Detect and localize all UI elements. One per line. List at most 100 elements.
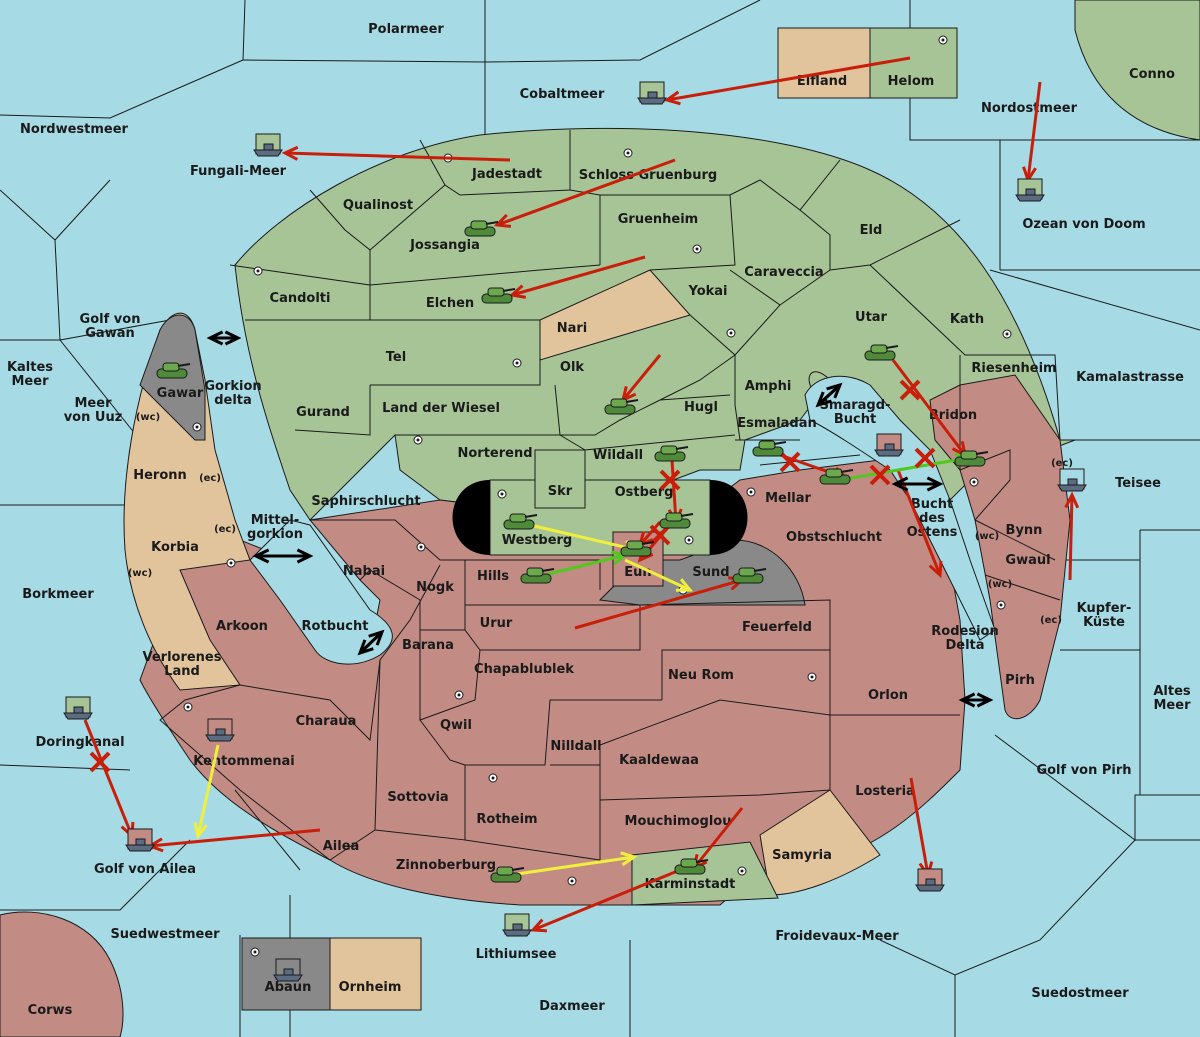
sea-label-kamalastrasse: Kamalastrasse — [1076, 370, 1184, 385]
sea-label-conno: Conno — [1129, 67, 1175, 82]
sea-label-doringkanal: Doringkanal — [35, 735, 124, 750]
sea-label-uuz-1: Meer — [75, 396, 113, 411]
double-arrow-icon-back — [358, 630, 384, 655]
move-arrow — [496, 158, 676, 227]
move-arrow-head — [508, 284, 527, 299]
move-arrow — [621, 354, 662, 401]
supply-center-dot — [972, 480, 976, 484]
supply-center-dot — [186, 705, 190, 709]
move-arrow — [149, 828, 321, 848]
ship-icon — [1015, 178, 1045, 202]
double-arrow-icon-back — [816, 383, 842, 407]
sea-label-mittel-1: Mittel- — [251, 513, 300, 528]
elfland-territory — [777, 27, 871, 99]
ship-icon — [63, 696, 93, 720]
move-arrow-head — [281, 145, 299, 161]
territory-label-schloss: Schloss Gruenburg — [579, 168, 717, 183]
tank-icon — [752, 440, 787, 457]
move-arrow — [511, 255, 646, 297]
supply-center-dot — [570, 879, 574, 883]
supply-center-dot — [749, 490, 753, 494]
tank-icon — [156, 362, 191, 379]
move-arrow — [1026, 81, 1042, 181]
territory-label-ailea: Ailea — [323, 839, 360, 854]
move-arrow — [1068, 494, 1074, 581]
territory-label-gawar: Gawar — [157, 386, 204, 401]
sea-label-golf-pirh: Golf von Pirh — [1036, 763, 1131, 778]
double-arrow-icon-back-head — [815, 391, 832, 408]
territory-label-mouchi: Mouchimoglou — [625, 814, 732, 829]
sea-label-bucht-2: des — [919, 511, 945, 526]
sea-label-uuz-2: von Uuz — [64, 410, 123, 425]
sea-label-kupfer-1: Kupfer- — [1077, 601, 1132, 616]
supply-center-dot — [256, 269, 260, 273]
territory-label-yokai: Yokai — [687, 284, 727, 299]
supply-center-dot — [253, 950, 257, 954]
sea-label-ozean: Ozean von Doom — [1022, 217, 1145, 232]
territory-label-qualinost: Qualinost — [343, 198, 413, 213]
territory-label-qwil: Qwil — [440, 718, 472, 733]
territory-label-mellar: Mellar — [765, 491, 811, 506]
move-arrow — [83, 719, 134, 837]
sea-label-suedostmeer: Suedostmeer — [1031, 986, 1129, 1001]
supply-center-dot — [229, 561, 233, 565]
tank-icon — [520, 567, 555, 584]
territory-label-nogk: Nogk — [416, 580, 454, 595]
supply-center-dot — [999, 603, 1003, 607]
move-arrow — [532, 868, 681, 932]
tank-icon — [819, 468, 854, 485]
ship-icon — [637, 81, 667, 105]
capsule-right-cap — [710, 480, 748, 555]
territory-label-gurand: Gurand — [296, 405, 350, 420]
capsule-left-cap — [452, 480, 490, 555]
territory-label-helom: Helom — [888, 74, 935, 89]
tank-icon — [674, 858, 709, 875]
territory-label-feuerfeld: Feuerfeld — [742, 620, 812, 635]
ship-icon — [874, 433, 904, 457]
ornheim-territory — [329, 937, 422, 1011]
sea-label-gorkion-2: delta — [214, 393, 252, 408]
tank-icon — [464, 220, 499, 237]
supply-center-dot — [729, 331, 733, 335]
territory-label-zinnober: Zinnoberburg — [396, 858, 496, 873]
territory-label-karmin: Karminstadt — [645, 877, 736, 892]
sea-label-rodesion-2: Delta — [945, 638, 984, 653]
move-arrow-head — [663, 90, 681, 106]
territory-label-urur: Urur — [480, 616, 513, 631]
sea-label-rotbucht: Rotbucht — [302, 619, 369, 634]
double-arrow-icon-back-head — [357, 639, 374, 656]
support-arrow-head — [193, 822, 208, 840]
territory-label-elfland: Elfland — [797, 74, 847, 89]
territory-label-elchen: Elchen — [426, 296, 474, 311]
move-arrow — [284, 151, 511, 162]
coast-tag-gawar-wc: (wc) — [136, 412, 160, 423]
territory-label-verlorenes-1: Verlorenes — [142, 650, 221, 665]
coast-tag-teisee-ec: (ec) — [1051, 458, 1073, 469]
tank-icon — [604, 398, 639, 415]
sea-label-bucht-3: Ostens — [907, 525, 958, 540]
supply-center-dot — [500, 492, 504, 496]
territory-label-kentommenai: Kentommenai — [193, 754, 294, 769]
supply-center-dot — [626, 151, 630, 155]
sea-label-daxmeer: Daxmeer — [539, 999, 605, 1014]
sea-label-suedwestmeer: Suedwestmeer — [110, 927, 220, 942]
territory-label-kaaldewaa: Kaaldewaa — [619, 753, 699, 768]
territory-label-utar: Utar — [855, 310, 888, 325]
territory-label-abaun: Abaun — [265, 980, 312, 995]
territory-label-caraveccia: Caraveccia — [744, 265, 823, 280]
territory-label-neurom: Neu Rom — [668, 668, 734, 683]
move-arrow — [692, 807, 744, 869]
sea-label-mittel-2: gorkion — [247, 527, 303, 542]
territory-label-sund: Sund — [692, 565, 729, 580]
supply-center-dot — [941, 38, 945, 42]
territory-label-bridon: Bridon — [929, 408, 977, 423]
region-labels: PolarmeerCobaltmeerNordwestmeerFungali-M… — [7, 22, 1191, 1018]
ship-icon — [205, 718, 235, 742]
sea-label-fungali: Fungali-Meer — [190, 164, 287, 179]
move-arrow — [891, 359, 967, 456]
tank-icon — [659, 512, 694, 529]
supply-center-dot — [457, 693, 461, 697]
territory-label-barana: Barana — [402, 638, 454, 653]
supply-center-dot — [1005, 332, 1009, 336]
sea-label-gorkion-1: Gorkion — [204, 379, 261, 394]
